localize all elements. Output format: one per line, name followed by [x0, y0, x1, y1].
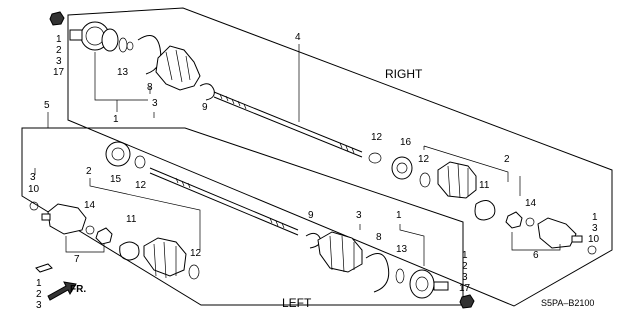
fr-arrow-icon — [47, 281, 77, 301]
boot-right — [155, 45, 201, 91]
callout-2: 2 — [56, 45, 62, 56]
inboard-boot-right — [437, 161, 477, 199]
inboard-joint-right — [537, 217, 577, 249]
callout-3-left-a: 3 — [30, 172, 36, 183]
boot-band-left-outer — [365, 253, 390, 293]
clip-12-c — [134, 155, 146, 169]
callout-5: 5 — [44, 100, 50, 111]
callout-13-left: 13 — [396, 244, 408, 255]
inboard-joint-left — [47, 203, 87, 235]
callout-1-left-b: 1 — [396, 210, 402, 221]
callout-8-left: 8 — [376, 232, 382, 243]
right-assembly-frame — [67, 7, 613, 307]
shaft-left — [149, 167, 299, 231]
callout-11-left: 11 — [126, 214, 137, 225]
callout-3-left-c: 3 — [462, 272, 468, 283]
callout-2-left: 2 — [86, 166, 92, 177]
outboard-stub-right — [69, 29, 83, 41]
callout-2-left-c: 2 — [462, 261, 468, 272]
clip-bottom-left — [35, 263, 53, 273]
callout-1-left-c: 1 — [462, 250, 468, 261]
callout-16: 16 — [400, 137, 412, 148]
callout-1-right-c: 1 — [592, 212, 598, 223]
callout-10-left: 10 — [28, 184, 40, 195]
boot-band-right-outer — [137, 35, 162, 75]
callout-4: 4 — [295, 32, 301, 43]
clip-12-d — [188, 264, 200, 280]
callout-9-right: 9 — [202, 102, 208, 113]
callout-3-bl: 3 — [36, 300, 42, 311]
callout-7: 7 — [74, 254, 80, 265]
clip-12-b — [419, 172, 431, 188]
callout-2-bl: 2 — [36, 289, 42, 300]
clip-12-a — [368, 152, 382, 164]
callout-12-a: 12 — [371, 132, 383, 143]
callout-17: 17 — [53, 67, 65, 78]
callout-6: 6 — [533, 250, 539, 261]
callout-9-left: 9 — [308, 210, 314, 221]
callout-11-right: 11 — [479, 180, 490, 191]
damper-15 — [105, 141, 131, 167]
fr-label: FR. — [70, 284, 86, 295]
boot-left — [317, 231, 363, 273]
left-title: LEFT — [282, 296, 312, 310]
callout-12-d: 12 — [190, 248, 202, 259]
band-11-left — [119, 241, 140, 261]
callout-12-c: 12 — [135, 180, 147, 191]
callout-14-left: 14 — [84, 200, 96, 211]
right-title: RIGHT — [385, 67, 423, 81]
spindle-nut-left — [459, 294, 475, 309]
callout-3-right-b: 3 — [152, 98, 158, 109]
callout-15: 15 — [110, 174, 122, 185]
circlip-10-left — [29, 201, 39, 211]
callout-1: 1 — [56, 34, 62, 45]
callout-2-right: 2 — [504, 154, 510, 165]
tripod-right — [505, 211, 523, 229]
callout-1-right-b: 1 — [113, 114, 119, 125]
band-11-right — [474, 200, 496, 221]
ring-left — [395, 268, 405, 284]
circlip-10-right — [587, 245, 597, 255]
callout-1-bl: 1 — [36, 278, 42, 289]
callout-3-right-c: 3 — [592, 223, 598, 234]
callout-10-right: 10 — [588, 234, 600, 245]
shaft-right — [213, 91, 363, 153]
spindle-nut-right — [49, 11, 65, 26]
callout-17-left: 17 — [459, 283, 471, 294]
boot-band-right-inner — [199, 83, 215, 101]
tripod-left — [95, 227, 113, 245]
boot-band-left-inner — [305, 232, 321, 249]
callout-3: 3 — [56, 56, 62, 67]
callout-12-b: 12 — [418, 154, 430, 165]
callout-13-right: 13 — [117, 67, 129, 78]
callout-3-left-b: 3 — [356, 210, 362, 221]
damper-16 — [391, 156, 413, 180]
callout-14-right: 14 — [525, 198, 537, 209]
outboard-joint-left — [409, 269, 435, 299]
diagram-code: S5PA–B2100 — [541, 298, 594, 308]
ring-right — [118, 37, 128, 53]
